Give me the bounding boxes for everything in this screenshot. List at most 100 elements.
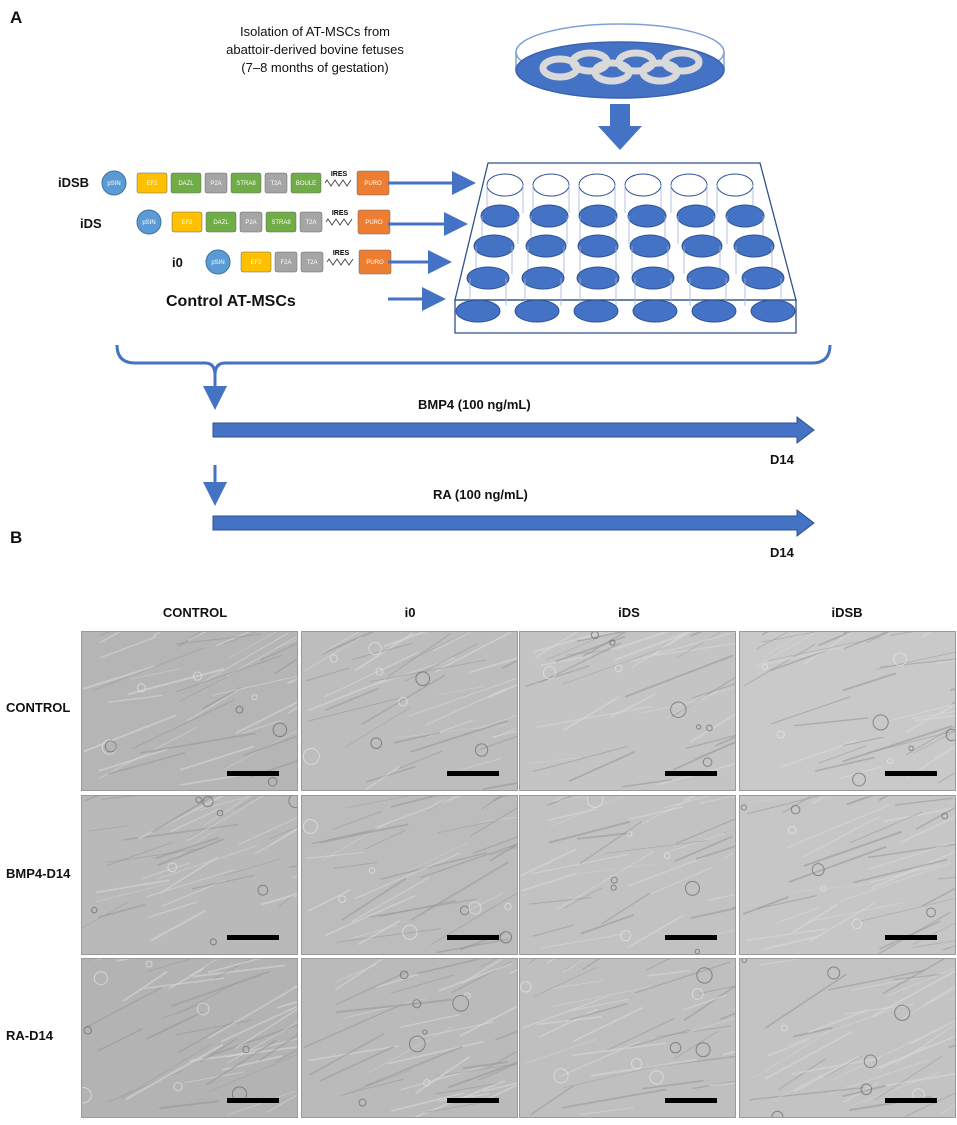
well-4-5 [750,299,796,323]
cell-fiber [275,639,297,649]
cell-body [706,724,713,732]
cell-fiber [319,1045,395,1082]
cell-fiber [866,632,890,644]
cell-fiber [235,796,258,810]
micrograph-CONTROL-iDSB [739,631,956,791]
cell-fiber [366,1026,454,1074]
cell-fiber [624,654,734,698]
well-2-4 [681,234,723,258]
cell-fiber [922,887,955,907]
cell-fiber [483,1082,517,1093]
well-4-0 [455,299,501,323]
cell-body [173,1081,183,1092]
cell-fiber [274,657,297,675]
cell-fiber [364,765,401,790]
construct-2-block [300,251,324,273]
cell-fiber [308,697,402,722]
cell-body [827,966,841,980]
cell-fiber [564,863,655,876]
cell-fiber [790,883,873,893]
cell-fiber [766,1038,810,1058]
cell-fiber [101,796,138,800]
cell-fiber [227,632,277,659]
cell-body [358,1098,367,1107]
cell-body [520,981,532,993]
cell-fiber [435,632,513,672]
cell-fiber [771,695,852,725]
isolation-line-1: Isolation of AT-MSCs from [239,24,391,39]
cell-fiber [436,1063,517,1077]
cell-fiber [530,1085,574,1116]
cell-fiber [534,632,606,653]
construct-label-i0: i0 [172,255,183,270]
cell-fiber [199,1037,238,1063]
cell-fiber [199,796,251,811]
cell-fiber [673,1031,718,1060]
cell-body [192,671,202,681]
well-4-4 [691,299,737,323]
cell-fiber [304,636,362,672]
cell-fiber [692,1080,735,1090]
cell-fiber [631,632,735,663]
cell-fiber [143,977,224,990]
cell-fiber [398,841,469,876]
construct-1-block-label: IRES [332,210,349,217]
cell-body [741,959,748,964]
cell-fiber [97,1028,143,1052]
construct-0-block [204,172,228,194]
cell-fiber [556,796,589,802]
cell-body [242,1045,250,1054]
construct-2-block [274,251,298,273]
cell-fiber [792,903,838,934]
cell-body [267,776,278,787]
cell-body [504,902,512,911]
cell-fiber [122,970,168,1002]
construct-2-block-label: PURO [366,260,384,266]
cell-body [776,730,785,739]
cell-fiber [801,815,880,859]
micrograph-texture [743,632,955,787]
cell-body [195,796,203,804]
cell-body [302,747,320,765]
cell-body [696,967,713,984]
cell-fiber [852,858,948,884]
cell-fiber [501,660,517,669]
cell-body [609,639,616,646]
well-1-4 [676,204,716,228]
isolation-line-3: (7–8 months of gestation) [241,60,389,75]
cell-fiber [171,970,271,1007]
well-1-1 [529,204,569,228]
cell-fiber [415,1056,471,1095]
cell-fiber [879,658,955,668]
cell-fiber [581,959,600,971]
cell-fiber [878,911,952,954]
construct-2-block-label: pSIN [211,260,224,266]
well-1-3 [627,204,667,228]
cell-fiber [935,659,955,664]
cell-fiber [690,713,735,743]
cell-fiber [911,710,955,719]
construct-1-block-label: T2A [305,220,316,226]
cell-body [408,1035,426,1053]
cell-fiber [410,861,509,921]
cell-fiber [399,1014,460,1029]
cell-fiber [159,1100,219,1110]
cell-fiber [853,1071,943,1106]
construct-0-block-label: DAZL [178,181,194,187]
cell-fiber [430,892,517,946]
cell-fiber [743,644,816,687]
cell-fiber [489,843,517,862]
cell-fiber [482,782,517,790]
cell-fiber [866,730,955,754]
construct-0-ires-icon [324,179,352,187]
cell-fiber [889,632,914,636]
cell-fiber [399,1066,483,1091]
cell-body [771,1110,784,1117]
cell-fiber [782,796,813,814]
cell-fiber [332,810,382,830]
cell-fiber [634,961,731,994]
cell-fiber [320,632,375,656]
cell-fiber [408,677,517,717]
cell-fiber [563,959,585,973]
